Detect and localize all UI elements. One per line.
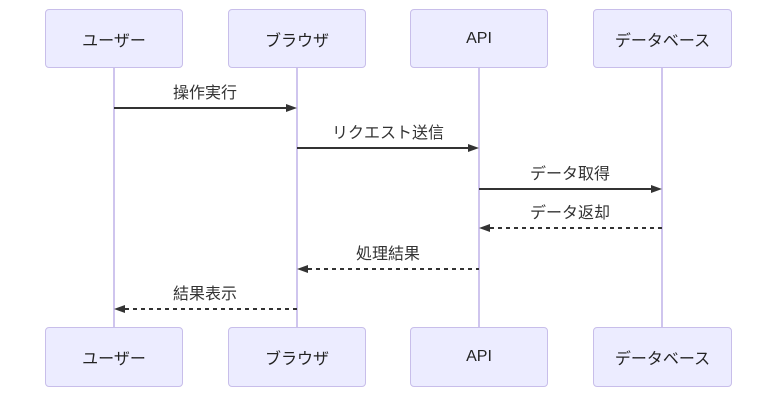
message-line-3 [479,188,652,190]
arrowhead-left-icon [297,265,308,273]
actor-top-database: データベース [593,9,732,68]
arrowhead-right-icon [468,144,479,152]
lifeline-browser [296,68,298,327]
lifeline-api [478,68,480,327]
arrowhead-left-icon [479,224,490,232]
arrowhead-right-icon [286,104,297,112]
lifeline-database [661,68,663,327]
message-line-4 [490,227,662,229]
message-line-6 [125,308,297,310]
message-label-1: 操作実行 [172,85,237,102]
message-line-5 [308,268,479,270]
actor-top-user: ユーザー [45,9,183,68]
message-label-4: データ返却 [529,205,610,222]
message-line-1 [114,107,287,109]
actor-top-api: API [410,9,548,68]
lifeline-user [113,68,115,327]
actor-top-browser: ブラウザ [228,9,366,68]
actor-bottom-api: API [410,327,548,387]
actor-bottom-database: データベース [593,327,732,387]
message-label-3: データ取得 [529,166,610,183]
message-line-2 [297,147,469,149]
message-label-6: 結果表示 [172,286,237,303]
actor-bottom-browser: ブラウザ [228,327,366,387]
arrowhead-left-icon [114,305,125,313]
actor-bottom-user: ユーザー [45,327,183,387]
message-label-5: 処理結果 [355,246,420,263]
arrowhead-right-icon [651,185,662,193]
message-label-2: リクエスト送信 [331,125,444,142]
